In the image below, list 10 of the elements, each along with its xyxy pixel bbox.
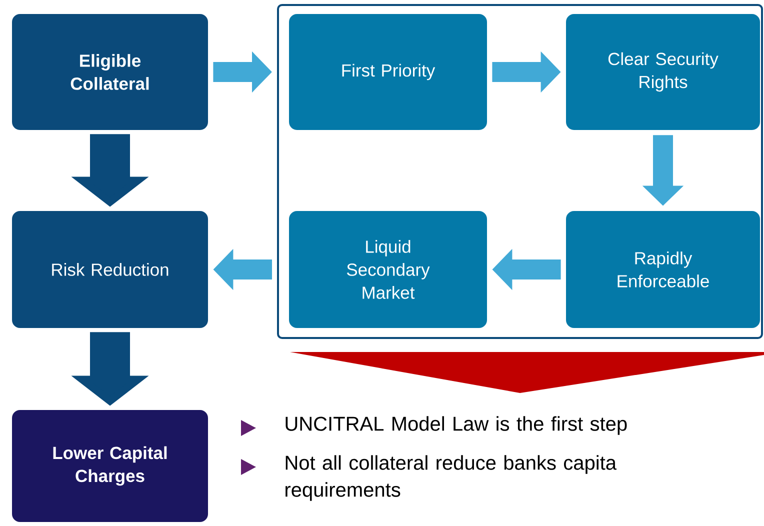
process-box: Clear Security Rights bbox=[566, 14, 760, 130]
process-box: Eligible Collateral bbox=[12, 14, 208, 130]
process-box: First Priority bbox=[289, 14, 487, 130]
process-box: Liquid Secondary Market bbox=[289, 210, 487, 328]
process-box: Rapidly Enforceable bbox=[566, 210, 760, 328]
bullet-text: UNCITRAL Model Law is the first step bbox=[286, 416, 627, 435]
frame-box bbox=[277, 4, 763, 339]
bullet-text: Not all collateral reduce banks capita requirements bbox=[286, 455, 617, 501]
process-box: Lower Capital Charges bbox=[12, 410, 208, 522]
process-box: Risk Reduction bbox=[12, 210, 208, 328]
